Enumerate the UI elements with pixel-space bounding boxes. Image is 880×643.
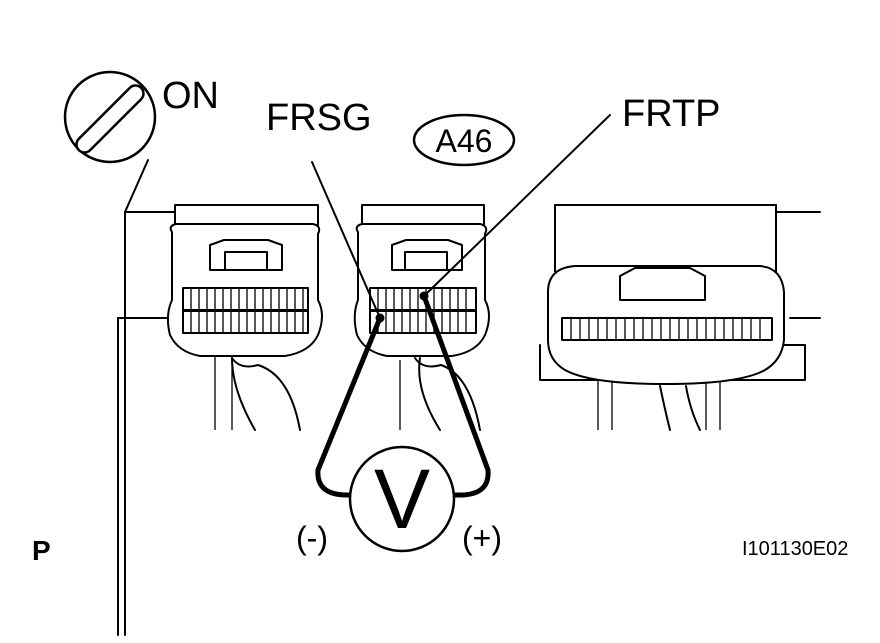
probe-positive-label: (+) [462,520,502,556]
connector-left [166,204,323,431]
leader-frtp [423,114,611,297]
ecu-housing [117,159,821,636]
voltmeter-icon [348,445,456,553]
connector-right [547,204,785,431]
figure-id: I101130E02 [742,538,848,560]
connector-a46 [353,204,490,431]
voltmeter-symbol: V [374,452,430,546]
ignition-label: ON [162,75,219,117]
probe-leads [315,291,491,498]
leader-frsg [311,161,381,319]
corner-mark: P [32,535,51,566]
pin-label-frtp: FRTP [622,93,721,135]
pin-label-frsg: FRSG [266,97,372,139]
connector-badge [412,113,516,167]
connector-code: A46 [436,123,493,159]
probe-negative-label: (-) [296,520,328,556]
probe-point-frsg [375,313,385,323]
ignition-key-icon [63,70,157,164]
probe-point-frtp [419,291,429,301]
